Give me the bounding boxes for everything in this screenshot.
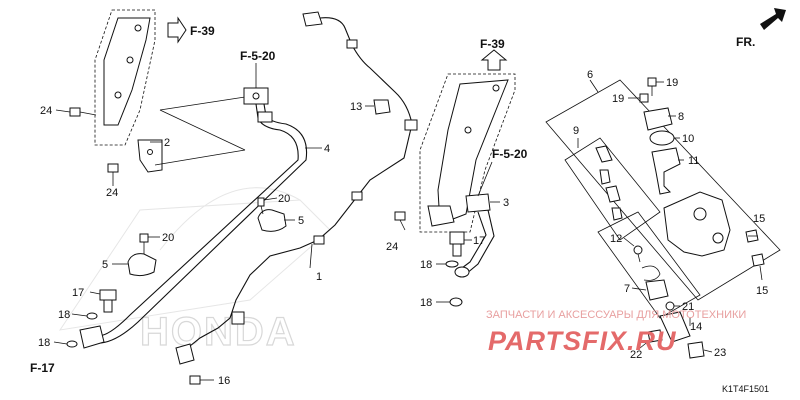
ref-f39-right: F-39 — [480, 37, 505, 51]
honda-watermark-text: HONDA — [140, 310, 297, 354]
part-number-8: 8 — [678, 111, 684, 123]
washer-18-left-lower — [66, 340, 78, 348]
washer-18-right-lower — [449, 297, 463, 307]
f39-right-arrow — [480, 49, 508, 71]
part-number-18-right-lower: 18 — [420, 297, 432, 309]
part-number-6: 6 — [587, 69, 593, 81]
diagram-code: K1T4F1501 — [722, 384, 769, 394]
site-watermark: ЗАПЧАСТИ И АКСЕССУАРЫ ДЛЯ МОТОТЕХНИКИ PA… — [486, 309, 746, 356]
part-number-16: 16 — [218, 375, 230, 387]
bolt-17-right — [449, 231, 465, 257]
part-number-17-left: 17 — [72, 287, 84, 299]
part-number-20-lower: 20 — [162, 232, 174, 244]
hose-4 — [79, 87, 308, 349]
part-number-18-left-lower: 18 — [38, 337, 50, 349]
part-number-20-upper: 20 — [278, 193, 290, 205]
leader-lines — [53, 79, 763, 381]
watermark-caption: ЗАПЧАСТИ И АКСЕССУАРЫ ДЛЯ МОТОТЕХНИКИ — [486, 309, 746, 321]
right-bracket-group — [394, 73, 516, 233]
watermark-site-name: PARTSFIX.RU — [488, 326, 677, 356]
part-number-14: 14 — [690, 321, 702, 333]
part-number-7: 7 — [624, 283, 630, 295]
ref-f17: F-17 — [30, 361, 55, 375]
honda-watermark: HONDA — [58, 187, 331, 355]
part-number-21: 21 — [682, 301, 694, 313]
part-number-19-lower: 19 — [612, 93, 624, 105]
reference-labels: F-39 F-39 F-5-20 F-5-20 F-17 FR. — [30, 24, 755, 375]
part-number-24-upper: 24 — [40, 105, 52, 117]
left-bracket-group — [69, 9, 163, 178]
grommet-13 — [373, 99, 391, 115]
part-number-24-right: 24 — [386, 241, 398, 253]
part-number-3: 3 — [503, 197, 509, 209]
part-number-5-upper: 5 — [298, 215, 304, 227]
cable-1 — [175, 11, 418, 385]
hose-3 — [454, 193, 495, 278]
part-number-1: 1 — [316, 271, 322, 283]
clamp-5-lower — [127, 233, 157, 277]
ref-f39-left: F-39 — [190, 24, 215, 38]
washer-18-left-upper — [86, 312, 98, 320]
part-number-19-upper: 19 — [666, 77, 678, 89]
part-number-17-right: 17 — [473, 235, 485, 247]
part-number-9: 9 — [573, 125, 579, 137]
part-number-10: 10 — [682, 133, 694, 145]
part-number-5-lower: 5 — [102, 259, 108, 271]
part-number-24-lower: 24 — [106, 187, 118, 199]
ref-f520-left: F-5-20 — [240, 49, 276, 63]
part-number-18-right-upper: 18 — [420, 259, 432, 271]
bolt-17-left — [99, 289, 117, 313]
part-number-23: 23 — [714, 347, 726, 359]
f39-left-arrow — [167, 16, 187, 44]
part-number-2: 2 — [164, 137, 170, 149]
part-number-11: 11 — [688, 155, 699, 167]
part-number-15-lower: 15 — [756, 285, 768, 297]
part-number-18-left-upper: 18 — [58, 309, 70, 321]
front-arrow — [760, 8, 786, 30]
part-number-13: 13 — [350, 101, 362, 113]
ref-front: FR. — [736, 35, 755, 49]
part-number-15-upper: 15 — [753, 213, 765, 225]
part-numbers: 1 2 3 4 5 5 6 7 8 9 10 11 12 13 14 15 15… — [38, 69, 768, 387]
part-number-12: 12 — [610, 233, 622, 245]
washer-18-right-upper — [445, 260, 459, 268]
ref-f520-right: F-5-20 — [492, 147, 528, 161]
master-cylinder-group — [545, 77, 781, 359]
part-number-4: 4 — [324, 143, 330, 155]
part-number-22: 22 — [630, 349, 642, 361]
